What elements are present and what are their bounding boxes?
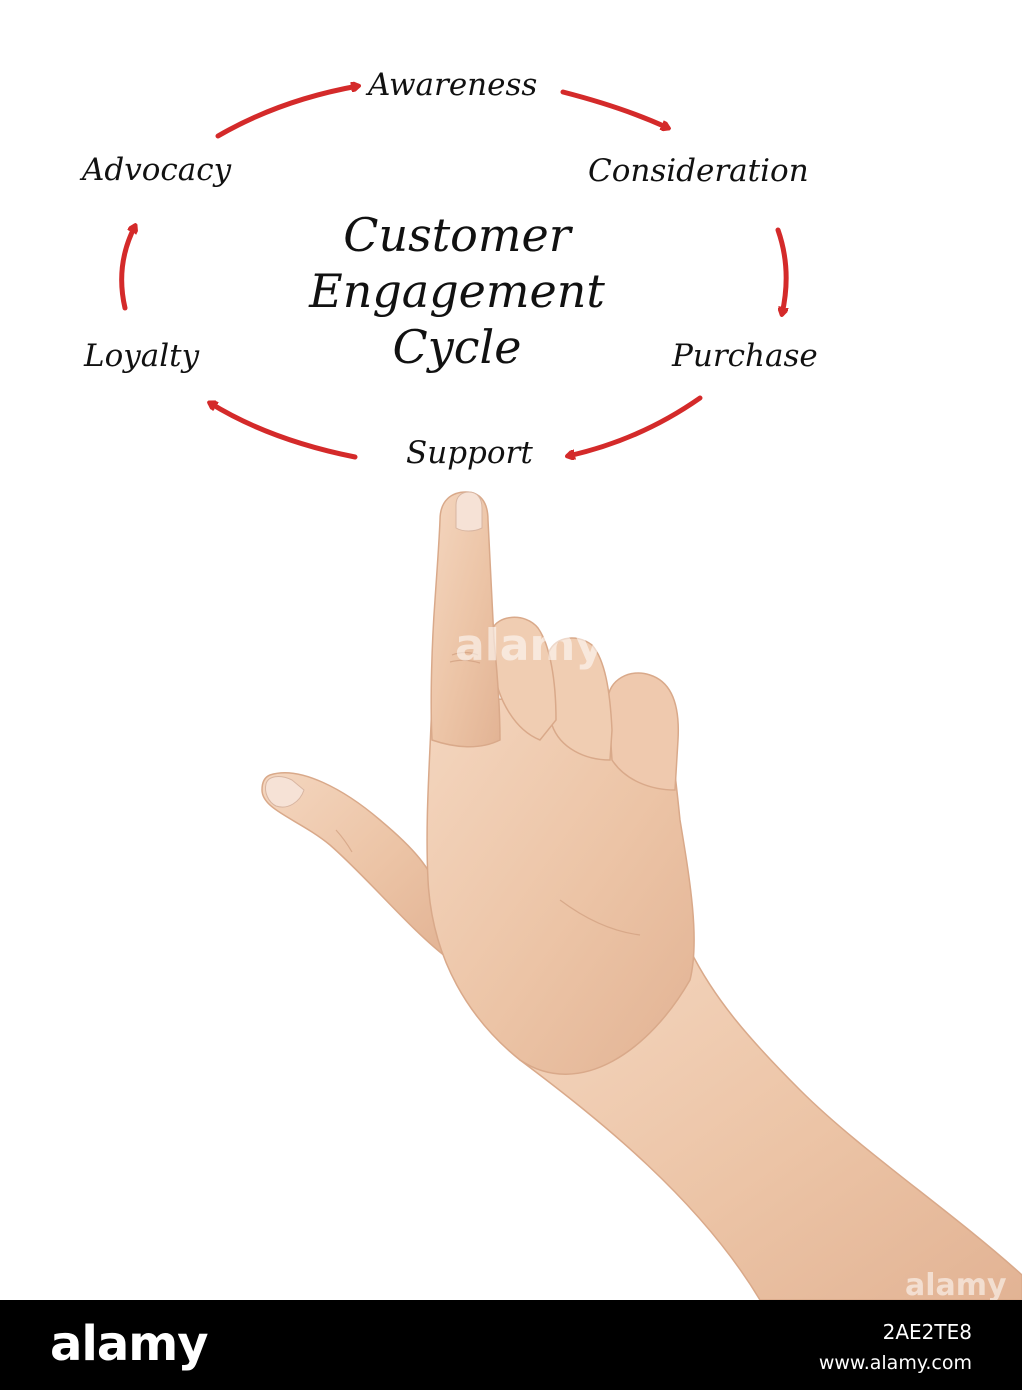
step-awareness: Awareness xyxy=(368,67,538,103)
step-loyalty: Loyalty xyxy=(84,338,200,374)
image-id: 2AE2TE8 xyxy=(882,1320,972,1344)
watermark-center: alamy xyxy=(455,620,604,671)
cycle-arrows xyxy=(119,0,789,1300)
alamy-logo: alamy xyxy=(50,1316,209,1372)
arrow-purchase-to-support xyxy=(568,395,703,456)
fingernail xyxy=(455,491,483,532)
arrow-advocacy-to-awareness xyxy=(215,86,358,139)
site-url[interactable]: www.alamy.com xyxy=(818,1352,972,1374)
watermark-corner: alamy xyxy=(905,1268,1007,1303)
thumbnail xyxy=(265,776,305,808)
arrow-support-to-loyalty xyxy=(210,403,358,460)
step-support: Support xyxy=(406,435,533,471)
arrow-awareness-to-consideration xyxy=(560,89,668,128)
arrow-consideration-to-purchase xyxy=(775,227,789,314)
folded-finger-middle xyxy=(547,637,613,761)
step-consideration: Consideration xyxy=(588,153,809,189)
step-purchase: Purchase xyxy=(672,338,818,374)
pointing-hand-icon xyxy=(261,491,1022,1300)
arrow-loyalty-to-advocacy xyxy=(119,226,135,311)
folded-finger-ring xyxy=(607,672,680,791)
step-advocacy: Advocacy xyxy=(82,152,232,188)
folded-finger-second xyxy=(491,616,557,741)
diagram-title-line-3: Cycle xyxy=(392,320,522,374)
thumb xyxy=(261,772,452,962)
footer-bar: alamy 2AE2TE8 www.alamy.com xyxy=(0,1300,1022,1390)
diagram-title-line-1: Customer xyxy=(343,208,571,262)
diagram-title-line-2: Engagement xyxy=(309,264,605,318)
